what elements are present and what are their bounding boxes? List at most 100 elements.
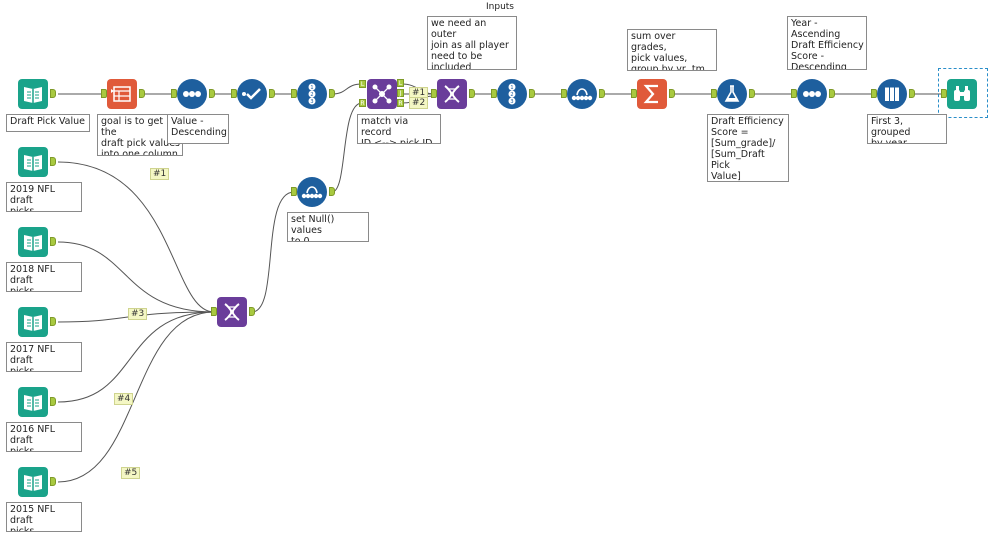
input-anchor[interactable] xyxy=(231,89,237,98)
book-icon xyxy=(24,395,42,411)
output-anchor[interactable] xyxy=(139,89,145,98)
union-tool-1[interactable] xyxy=(217,297,247,327)
annotation-draft-pick-value: Draft Pick Value xyxy=(6,114,90,132)
input-2015-tool[interactable] xyxy=(18,467,48,497)
join-right-input[interactable]: R xyxy=(359,99,366,107)
arc-dots-icon xyxy=(301,186,323,199)
output-anchor[interactable] xyxy=(829,89,835,98)
input-anchor[interactable] xyxy=(791,89,797,98)
output-anchor[interactable] xyxy=(669,89,675,98)
check-icon xyxy=(242,88,261,100)
flask-icon xyxy=(724,85,740,102)
output-anchor[interactable] xyxy=(249,307,255,316)
connection-badge: #2 xyxy=(409,97,429,109)
output-anchor[interactable] xyxy=(269,89,275,98)
imputation-tool[interactable] xyxy=(297,177,327,207)
join-tool[interactable] xyxy=(367,79,397,109)
input-anchor[interactable] xyxy=(291,187,297,196)
conn-2019-union1 xyxy=(57,161,215,313)
sort-tool-2[interactable] xyxy=(797,79,827,109)
output-anchor[interactable] xyxy=(50,157,56,166)
svg-text:1: 1 xyxy=(510,85,513,91)
input-2019-tool[interactable] xyxy=(18,147,48,177)
output-anchor[interactable] xyxy=(469,89,475,98)
annotation-sort-2: Year - Ascending Draft Efficiency Score … xyxy=(787,16,867,70)
output-anchor[interactable] xyxy=(599,89,605,98)
input-anchor[interactable] xyxy=(491,89,497,98)
dots-icon xyxy=(183,91,201,97)
output-anchor[interactable] xyxy=(329,89,335,98)
annotation-sort: Value - Descending xyxy=(167,114,229,144)
output-anchor[interactable] xyxy=(50,397,56,406)
annotation-2015: 2015 NFL draft picks xyxy=(6,502,82,532)
binoculars-icon xyxy=(954,86,970,101)
workflow-title: Inputs xyxy=(486,2,514,12)
input-draft-pick-value-tool[interactable] xyxy=(18,79,48,109)
conn-union1-imputation xyxy=(251,191,295,313)
svg-text:2: 2 xyxy=(510,92,513,98)
conn-2017-union1 xyxy=(57,311,215,323)
sort-tool[interactable] xyxy=(177,79,207,109)
input-2016-tool[interactable] xyxy=(18,387,48,417)
connection-badge: #1 xyxy=(150,168,170,180)
annotation-formula: Draft Efficiency Score = [Sum_grade]/ [S… xyxy=(707,114,789,182)
input-anchor[interactable] xyxy=(211,307,217,316)
connection-badge: #1 xyxy=(409,87,429,99)
annotation-2019: 2019 NFL draft picks xyxy=(6,182,82,212)
book-icon xyxy=(24,315,42,331)
join-icon xyxy=(372,84,392,104)
browse-tool-selection xyxy=(938,68,988,118)
output-anchor[interactable] xyxy=(50,237,56,246)
input-anchor[interactable] xyxy=(561,89,567,98)
connection-badge: #4 xyxy=(114,393,134,405)
output-anchor[interactable] xyxy=(909,89,915,98)
input-anchor[interactable] xyxy=(171,89,177,98)
connection-badge: #5 xyxy=(121,467,141,479)
book-icon xyxy=(24,475,42,491)
output-anchor[interactable] xyxy=(50,89,56,98)
sigma-icon xyxy=(643,84,658,104)
join-left-input[interactable]: L xyxy=(359,80,366,88)
svg-text:1: 1 xyxy=(310,85,313,91)
select-tool[interactable] xyxy=(237,79,267,109)
formula-tool[interactable] xyxy=(717,79,747,109)
output-anchor[interactable] xyxy=(749,89,755,98)
transpose-tool[interactable] xyxy=(107,79,137,109)
multi-row-formula-tool[interactable] xyxy=(567,79,597,109)
input-anchor[interactable] xyxy=(101,89,107,98)
sample-tool[interactable] xyxy=(877,79,907,109)
annotation-2016: 2016 NFL draft picks xyxy=(6,422,82,452)
annotation-2017: 2017 NFL draft picks xyxy=(6,342,82,372)
svg-text:2: 2 xyxy=(310,92,313,98)
dna-icon xyxy=(444,85,460,103)
input-2018-tool[interactable] xyxy=(18,227,48,257)
output-anchor[interactable] xyxy=(209,89,215,98)
join-l-output[interactable]: L xyxy=(397,79,404,87)
summarize-tool[interactable] xyxy=(637,79,667,109)
table-arrange-icon xyxy=(111,86,131,102)
input-anchor[interactable] xyxy=(711,89,717,98)
conn-2016-union1 xyxy=(57,311,215,403)
input-anchor[interactable] xyxy=(871,89,877,98)
output-anchor[interactable] xyxy=(329,187,335,196)
input-anchor[interactable] xyxy=(431,89,437,98)
record-id-icon: 123 xyxy=(508,83,516,105)
record-id-icon: 123 xyxy=(308,83,316,105)
output-anchor[interactable] xyxy=(50,477,56,486)
output-anchor[interactable] xyxy=(529,89,535,98)
input-anchor[interactable] xyxy=(291,89,297,98)
input-anchor[interactable] xyxy=(941,89,947,98)
conn-imputation-join xyxy=(331,102,363,193)
union-tool-2[interactable] xyxy=(437,79,467,109)
input-anchor[interactable] xyxy=(631,89,637,98)
annotation-imputation: set Null() values to 0 xyxy=(287,212,369,242)
browse-tool[interactable] xyxy=(947,79,977,109)
input-2017-tool[interactable] xyxy=(18,307,48,337)
join-r-output[interactable]: R xyxy=(397,99,404,107)
join-j-output[interactable]: J xyxy=(397,89,404,97)
output-anchor[interactable] xyxy=(50,317,56,326)
book-icon xyxy=(24,87,42,103)
conn-2018-union1 xyxy=(57,241,215,313)
